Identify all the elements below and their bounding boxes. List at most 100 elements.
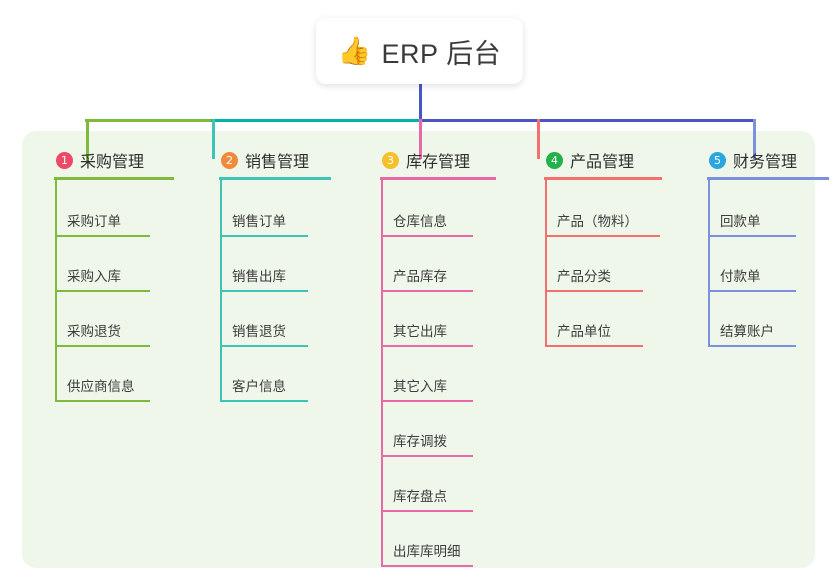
leaf-node[interactable]: 销售退货: [220, 315, 308, 347]
connector-root-stem: [418, 84, 422, 122]
leaf-underline: [220, 235, 308, 237]
leaf-node[interactable]: 结算账户: [708, 315, 796, 347]
connector-bar-segment-1: [85, 119, 211, 122]
leaf-node[interactable]: 其它出库: [381, 315, 473, 347]
leaf-node-label: 回款单: [720, 214, 761, 229]
branch-header-产品管理[interactable]: 4 产品管理: [524, 145, 662, 180]
leaf-node-label: 产品库存: [393, 269, 447, 284]
branch-number-badge: 3: [382, 151, 399, 169]
leaf-node-label: 销售出库: [232, 269, 286, 284]
leaf-node-label: 客户信息: [232, 379, 286, 394]
connector-bar-segment-3: [418, 119, 756, 122]
leaf-node-label: 其它出库: [393, 324, 447, 339]
branch-title: 库存管理: [406, 154, 471, 171]
leaf-underline: [220, 345, 308, 347]
leaf-node[interactable]: 产品（物料）: [545, 205, 660, 237]
leaf-node-label: 采购入库: [67, 269, 121, 284]
diagram-panel: [22, 131, 815, 568]
leaf-node-label: 仓库信息: [393, 214, 447, 229]
leaf-node[interactable]: 销售出库: [220, 260, 308, 292]
leaf-underline: [55, 345, 150, 347]
leaf-node-label: 付款单: [720, 269, 761, 284]
branch-number-badge: 2: [221, 151, 238, 169]
branch-underline: [380, 177, 496, 180]
branch-column-采购管理: 1 采购管理采购订单采购入库采购退货供应商信息: [34, 145, 174, 402]
leaf-node[interactable]: 仓库信息: [381, 205, 473, 237]
leaf-node[interactable]: 采购退货: [55, 315, 150, 347]
branch-underline: [544, 177, 662, 180]
leaf-node[interactable]: 库存调拨: [381, 425, 473, 457]
leaf-node-label: 其它入库: [393, 379, 447, 394]
branch-column-库存管理: 3 库存管理仓库信息产品库存其它出库其它入库库存调拨库存盘点出库库明细: [360, 145, 496, 567]
leaf-underline: [381, 345, 473, 347]
leaf-node[interactable]: 客户信息: [220, 370, 308, 402]
branch-underline: [219, 177, 331, 180]
leaf-node[interactable]: 出库库明细: [381, 535, 473, 567]
leaf-node[interactable]: 产品库存: [381, 260, 473, 292]
leaf-underline: [381, 510, 473, 512]
thumbs-up-icon: 👍: [337, 35, 372, 66]
leaf-node-label: 销售订单: [232, 214, 286, 229]
leaf-node[interactable]: 供应商信息: [55, 370, 150, 402]
branch-title: 财务管理: [733, 154, 798, 171]
leaf-underline: [55, 400, 150, 402]
branch-underline: [707, 177, 829, 180]
leaf-underline: [545, 345, 643, 347]
leaf-underline: [55, 235, 150, 237]
leaf-node[interactable]: 产品分类: [545, 260, 643, 292]
leaf-node-label: 结算账户: [720, 324, 774, 339]
leaf-node-label: 库存盘点: [393, 489, 447, 504]
branch-title: 采购管理: [80, 154, 145, 171]
branch-column-产品管理: 4 产品管理产品（物料） 产品分类产品单位: [524, 145, 662, 347]
leaf-node[interactable]: 采购订单: [55, 205, 150, 237]
leaf-node[interactable]: 销售订单: [220, 205, 308, 237]
leaf-node-label: 销售退货: [232, 324, 286, 339]
leaf-underline: [381, 290, 473, 292]
leaf-underline: [545, 235, 660, 237]
leaf-underline: [381, 455, 473, 457]
leaf-underline: [708, 290, 796, 292]
leaf-node[interactable]: 付款单: [708, 260, 796, 292]
leaf-underline: [381, 400, 473, 402]
leaf-node-label: 供应商信息: [67, 379, 135, 394]
leaf-underline: [381, 565, 473, 567]
connector-bar-segment-2: [211, 119, 422, 122]
leaf-underline: [545, 290, 643, 292]
branch-header-采购管理[interactable]: 1 采购管理: [34, 145, 174, 180]
leaf-underline: [55, 290, 150, 292]
leaf-node-label: 产品（物料）: [557, 214, 638, 229]
leaf-node-label: 出库库明细: [393, 544, 461, 559]
leaf-node[interactable]: 回款单: [708, 205, 796, 237]
branch-title: 产品管理: [570, 154, 635, 171]
branch-title: 销售管理: [245, 154, 310, 171]
leaf-node-label: 采购退货: [67, 324, 121, 339]
leaf-node[interactable]: 采购入库: [55, 260, 150, 292]
branch-spine: [545, 179, 547, 347]
branch-header-销售管理[interactable]: 2 销售管理: [199, 145, 331, 180]
leaf-node-label: 产品单位: [557, 324, 611, 339]
branch-spine: [381, 179, 383, 567]
branch-spine: [708, 179, 710, 347]
branch-number-badge: 1: [56, 151, 73, 169]
leaf-node[interactable]: 其它入库: [381, 370, 473, 402]
root-node[interactable]: 👍 ERP 后台: [316, 18, 523, 84]
leaf-underline: [220, 290, 308, 292]
leaf-node[interactable]: 产品单位: [545, 315, 643, 347]
leaf-node-label: 采购订单: [67, 214, 121, 229]
leaf-node[interactable]: 库存盘点: [381, 480, 473, 512]
connector-drop-5: [753, 119, 756, 159]
leaf-underline: [220, 400, 308, 402]
branch-underline: [54, 177, 174, 180]
branch-column-销售管理: 2 销售管理销售订单销售出库销售退货客户信息: [199, 145, 331, 402]
leaf-node-label: 产品分类: [557, 269, 611, 284]
branch-header-库存管理[interactable]: 3 库存管理: [360, 145, 496, 180]
connector-drop-2: [212, 119, 215, 159]
root-node-label: ERP 后台: [381, 38, 502, 69]
leaf-node-label: 库存调拨: [393, 434, 447, 449]
leaf-underline: [708, 235, 796, 237]
branch-number-badge: 4: [546, 151, 563, 169]
connector-drop-1: [86, 119, 89, 162]
